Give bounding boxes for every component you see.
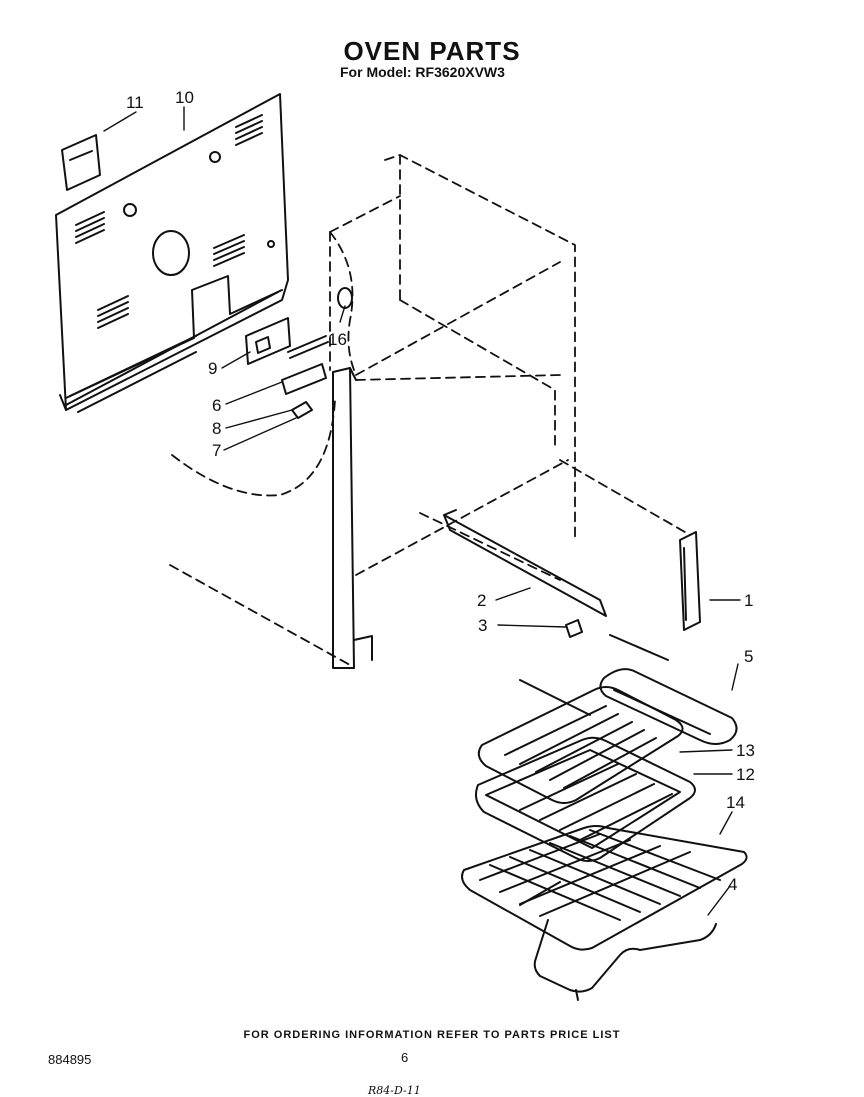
part-11-plate [61, 134, 101, 191]
callout-1: 1 [744, 591, 753, 610]
model-subtitle: For Model: RF3620XVW3 [340, 64, 505, 80]
callout-11: 11 [126, 93, 144, 112]
part-9-terminal-block [245, 317, 329, 365]
callout-13: 13 [736, 741, 755, 760]
oven-frame-post [332, 367, 373, 669]
callout-10: 10 [175, 88, 194, 107]
handwritten-note: R84-D-11 [368, 1084, 421, 1097]
ordering-note: FOR ORDERING INFORMATION REFER TO PARTS … [243, 1029, 621, 1041]
callout-8: 8 [212, 419, 221, 438]
document-number: 884895 [48, 1052, 92, 1067]
part-6-bracket [281, 363, 327, 395]
part-4-bottom-element [519, 881, 717, 1001]
oven-cabinet [169, 154, 691, 666]
part-14-oven-rack [461, 825, 748, 951]
callout-7: 7 [212, 441, 221, 460]
part-13-broiler-grid [477, 686, 684, 804]
leader-lines [103, 106, 741, 916]
callout-6: 6 [212, 396, 221, 415]
part-10-back-panel [55, 93, 289, 413]
part-1-side-panel [679, 531, 701, 631]
page-number: 6 [401, 1050, 409, 1065]
part-16-grommet [337, 287, 353, 309]
part-8-clip [291, 401, 313, 419]
part-5-bake-element [519, 634, 738, 745]
part-12-broiler-pan [475, 736, 696, 862]
callout-12: 12 [736, 765, 755, 784]
callout-2: 2 [477, 591, 486, 610]
callout-14: 14 [726, 793, 745, 812]
callout-5: 5 [744, 647, 753, 666]
part-3-bracket [565, 619, 583, 638]
callout-4: 4 [728, 875, 737, 894]
part-2-rail [443, 509, 607, 617]
page-title: OVEN PARTS [343, 36, 521, 66]
callout-16: 16 [328, 330, 347, 349]
callout-9: 9 [208, 359, 217, 378]
callout-3: 3 [478, 616, 487, 635]
